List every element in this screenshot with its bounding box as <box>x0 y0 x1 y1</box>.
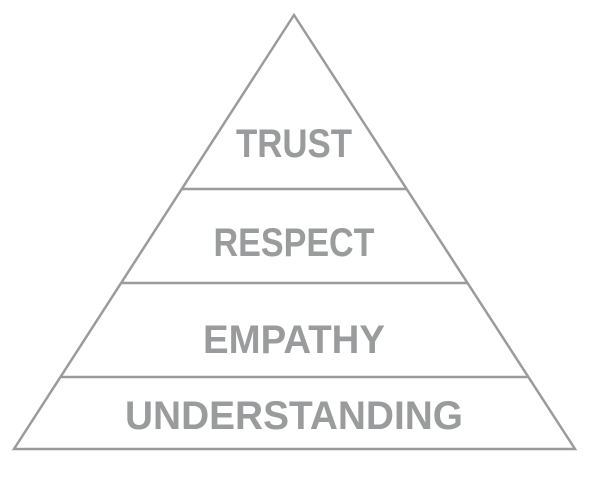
level-empathy: EMPATHY <box>203 318 385 362</box>
pyramid-outline <box>11 12 578 451</box>
level-respect: RESPECT <box>214 221 375 265</box>
level-understanding: UNDERSTANDING <box>125 394 463 438</box>
level-trust: TRUST <box>236 122 352 166</box>
